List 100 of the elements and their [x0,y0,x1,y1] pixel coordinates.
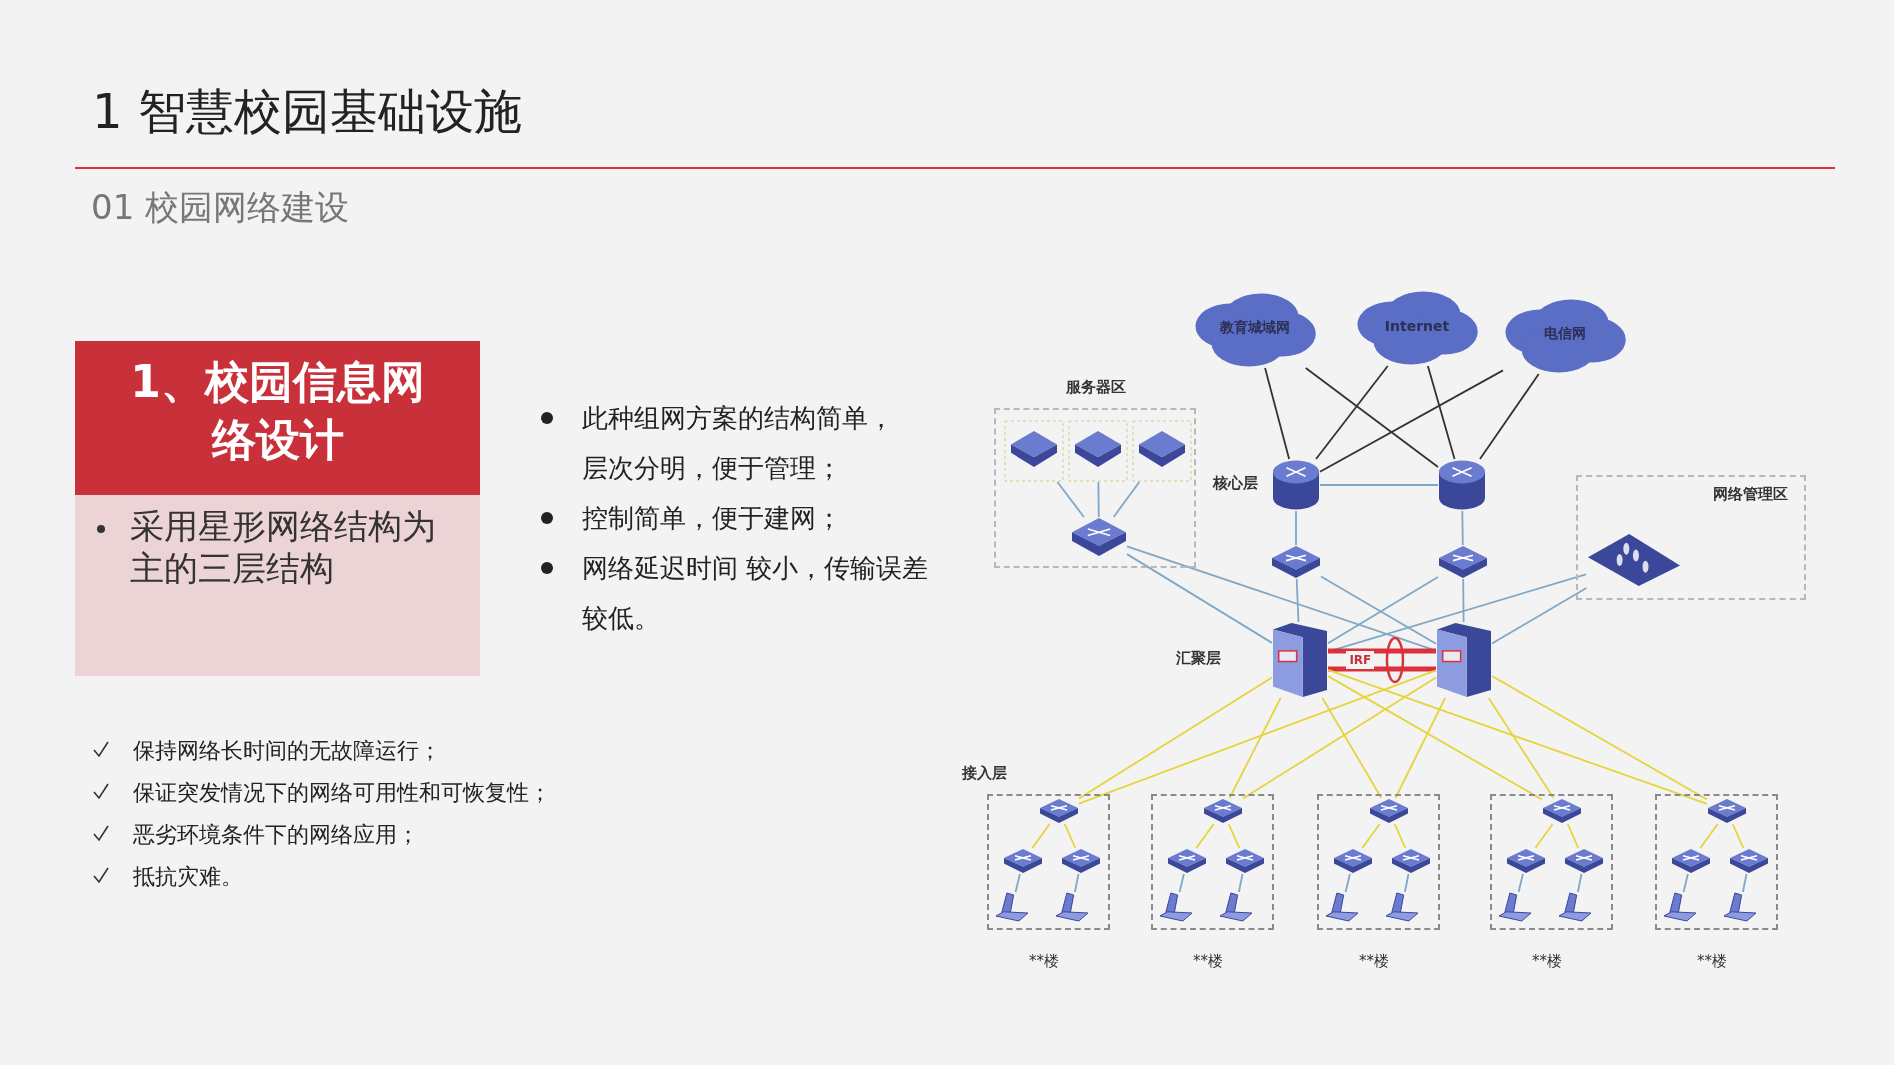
bullet-text: 网络延迟时间 较小，传输误差较低。 [582,552,930,635]
network-link [1295,510,1297,546]
switch-icon [1061,848,1101,874]
network-link [1325,648,1439,672]
network-link [1742,873,1748,893]
network-link [1394,697,1447,799]
network-link [1327,669,1708,805]
network-link [1195,823,1215,849]
laptop-icon [1385,892,1419,922]
switch-icon [1438,545,1488,579]
bullet-text: 此种组网方案的结构简单，层次分明，便于管理； [582,402,895,485]
edge-label: IRF [1346,651,1375,669]
zone-title: 服务器区 [1066,378,1126,397]
laptop-icon [1558,892,1592,922]
network-link [1344,873,1351,893]
network-link [1112,481,1141,518]
building-label: **楼 [1193,952,1223,971]
laptop-icon [1723,892,1757,922]
network-link [1126,553,1273,644]
layer-label: 核心层 [1213,474,1258,493]
network-link [1227,823,1241,849]
router-icon [1438,459,1486,511]
chassis-switch-icon [1436,622,1492,698]
card-body: 采用星形网络结构为主的三层结构 [75,495,480,676]
switch-icon [1671,848,1711,874]
switch-icon [1391,848,1431,874]
network-link [1078,676,1273,800]
zone-title: 网络管理区 [1713,485,1788,504]
laptop-icon [1325,892,1359,922]
network-link [1461,510,1464,546]
router-icon [1272,459,1320,511]
switch-icon [1271,545,1321,579]
check-item-text: 恶劣环境条件下的网络应用； [133,821,419,849]
network-appliance-icon [1586,532,1682,588]
switch-icon [1506,848,1546,874]
layer-label: 汇聚层 [1176,649,1221,668]
network-name: 电信网 [1543,325,1587,344]
bullet-text: 控制简单，便于建网； [582,502,843,535]
network-link [1566,823,1580,849]
switch-icon [1729,848,1769,874]
network-link [1014,873,1021,893]
building-label: **楼 [1532,952,1562,971]
network-link [1178,873,1185,893]
network-link [1731,823,1745,849]
card-heading: 1、校园信息网络设计 [75,341,480,495]
network-link [1319,369,1504,473]
network-link [1321,697,1383,799]
network-link [1682,873,1689,893]
network-link [1315,365,1389,460]
slide-title: 1 智慧校园基础设施 [92,82,522,141]
switch-icon [1564,848,1604,874]
network-link [1031,823,1051,849]
switch-icon [1369,798,1409,824]
server-drawing [1004,420,1064,482]
network-link [1238,873,1244,893]
check-item-text: 保持网络长时间的无故障运行； [133,737,441,765]
network-link [1517,873,1524,893]
laptop-icon [1498,892,1532,922]
network-name: Internet [1383,318,1451,335]
network-link [1228,697,1282,799]
network-link [1097,481,1100,518]
network-link [1295,578,1300,623]
building-label: **楼 [1359,952,1389,971]
network-link [1699,823,1719,849]
network-link [1304,367,1439,468]
network-link [1242,676,1437,800]
network-link [1393,823,1407,849]
switch-icon [1542,798,1582,824]
network-link [1491,587,1588,645]
switch-icon [1003,848,1043,874]
network-link [1427,365,1456,460]
check-item-text: 抵抗灾难。 [133,863,243,891]
network-link [1361,823,1381,849]
network-link [1534,823,1554,849]
network-link [1264,367,1290,460]
check-item-text: 保证突发情况下的网络可用性和可恢复性； [133,779,551,807]
network-name: 教育城域网 [1219,319,1291,338]
laptop-icon [1663,892,1697,922]
network-link [1056,481,1085,518]
switch-icon [1071,517,1127,557]
network-link [1479,373,1540,460]
zone-frame [1576,475,1806,600]
network-link [1404,873,1410,893]
switch-icon [1039,798,1079,824]
section-subtitle: 01 校园网络建设 [91,186,350,229]
network-link [1074,873,1080,893]
laptop-icon [1055,892,1089,922]
network-link [1327,675,1543,801]
switch-icon [1707,798,1747,824]
laptop-icon [995,892,1029,922]
laptop-icon [1159,892,1193,922]
switch-icon [1333,848,1373,874]
network-link [1063,823,1077,849]
network-link [1078,669,1437,805]
chassis-switch-icon [1272,622,1328,698]
switch-icon [1167,848,1207,874]
switch-icon [1203,798,1243,824]
server-drawing [1132,420,1192,482]
building-label: **楼 [1029,952,1059,971]
network-link [1491,675,1708,801]
